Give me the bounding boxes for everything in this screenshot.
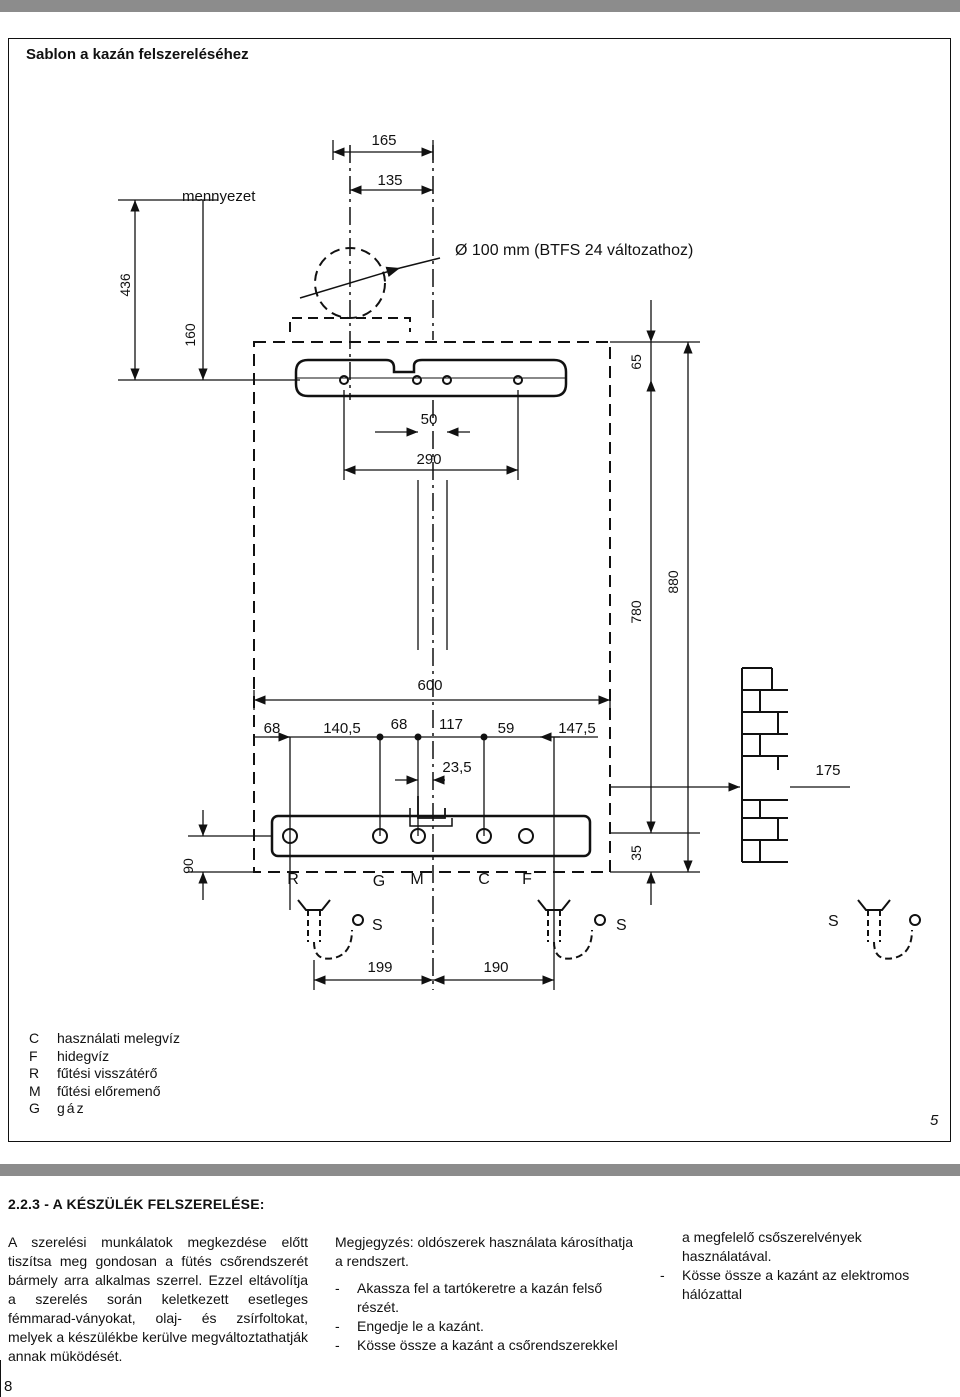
siphon-label-3: S (828, 913, 839, 930)
dim-780: 780 (628, 600, 644, 624)
connection-F: F (522, 871, 532, 888)
dim-117: 117 (439, 716, 463, 733)
dim-436: 436 (117, 273, 133, 297)
section-title: 2.2.3 - A KÉSZÜLÉK FELSZERELÉSE: (8, 1196, 265, 1212)
dim-147-5: 147,5 (558, 720, 596, 737)
intro-paragraph: A szerelési munkálatok megkezdése előtt … (8, 1234, 308, 1364)
margin-rule (0, 1360, 1, 1397)
siphon-label-1: S (372, 917, 383, 934)
figure-number: 5 (930, 1112, 939, 1129)
steps-list: Akassza fel a tartókeretre a kazán felső… (335, 1279, 635, 1355)
dim-68-left: 68 (264, 720, 281, 737)
siphon-label-2: S (616, 917, 627, 934)
connection-R: R (287, 871, 299, 888)
figure-title: Sablon a kazán felszereléséhez (26, 46, 249, 63)
top-bar (0, 0, 960, 12)
dim-35: 35 (628, 845, 644, 861)
dim-290: 290 (416, 451, 441, 468)
connection-G: G (373, 873, 385, 890)
boiler-outline (253, 341, 611, 873)
dim-90: 90 (180, 858, 196, 874)
text-column-3: a megfelelő csőszerelvények használatáva… (660, 1228, 952, 1304)
dim-65: 65 (628, 354, 644, 370)
dim-68-mid: 68 (391, 716, 408, 733)
text-column-1: A szerelési munkálatok megkezdése előtt … (8, 1233, 308, 1366)
connection-holes (282, 828, 534, 844)
dim-140-5: 140,5 (323, 720, 361, 737)
dim-50: 50 (421, 411, 438, 428)
dim-59: 59 (498, 720, 515, 737)
dim-880: 880 (665, 570, 681, 594)
note-paragraph: Megjegyzés: oldószerek használata károsí… (335, 1234, 634, 1269)
dim-160: 160 (182, 323, 198, 347)
continued-text: a megfelelő csőszerelvények használatáva… (682, 1229, 862, 1264)
page-number: 8 (4, 1378, 13, 1395)
siphon-1 (297, 899, 364, 960)
connection-plate (270, 814, 592, 858)
dim-165: 165 (371, 132, 396, 149)
figure-frame (8, 38, 951, 1142)
siphon-2 (537, 899, 606, 960)
text-column-2: Megjegyzés: oldószerek használata károsí… (335, 1233, 635, 1355)
steps-list-2: Kösse össze a kazánt az elektromos hálóz… (660, 1266, 952, 1304)
flue-note: Ø 100 mm (BTFS 24 változathoz) (455, 242, 693, 259)
mounting-template-drawing: 165 135 mennyezet Ø 100 mm (BTFS 24 vált… (117, 132, 921, 990)
ceiling-label: mennyezet (182, 188, 256, 205)
dim-199: 199 (367, 959, 392, 976)
dim-175: 175 (815, 762, 840, 779)
list-item: Engedje le a kazánt. (335, 1317, 635, 1336)
list-item: Kösse össze a kazánt az elektromos hálóz… (660, 1266, 952, 1304)
wall-bricks (741, 667, 788, 863)
dim-135: 135 (377, 172, 402, 189)
hanging-bracket (294, 358, 568, 398)
list-item: Akassza fel a tartókeretre a kazán felső… (335, 1279, 635, 1317)
dim-190: 190 (483, 959, 508, 976)
connection-M: M (410, 871, 423, 888)
siphon-3 (857, 899, 921, 960)
dim-600: 600 (417, 677, 442, 694)
connection-C: C (478, 871, 490, 888)
list-item: Kösse össze a kazánt a csőrendszerekkel (335, 1336, 635, 1355)
dim-23-5: 23,5 (442, 759, 471, 776)
separator-bar (0, 1164, 960, 1176)
